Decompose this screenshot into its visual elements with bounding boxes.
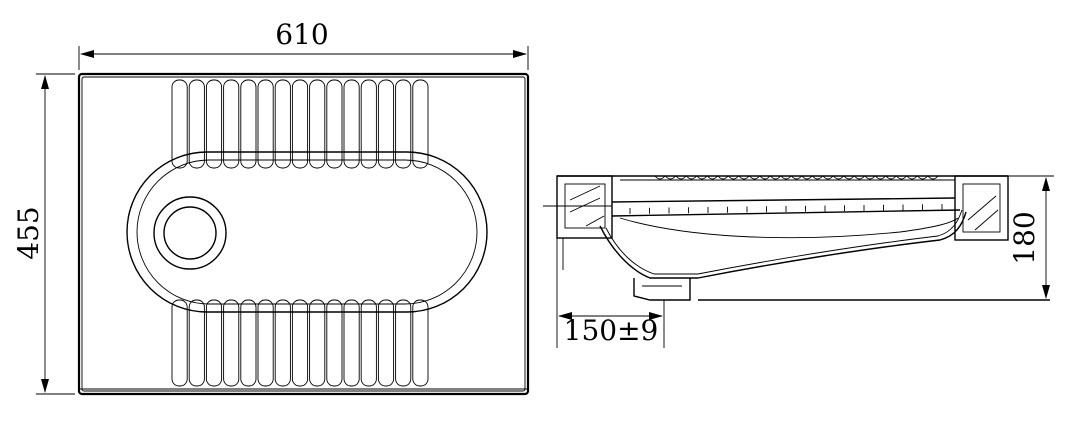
outlet-offset-dimension-label: 150±9 <box>564 314 659 347</box>
rim-bump <box>696 175 708 180</box>
height-dimension-label: 180 <box>1008 211 1041 264</box>
tread-rib <box>360 79 377 169</box>
rim-bump <box>717 175 729 180</box>
rim-tread-bumps <box>654 175 939 180</box>
rim-bump <box>864 175 876 180</box>
tread-rib <box>343 79 360 169</box>
rim-bump <box>654 175 666 180</box>
rim-bump <box>875 175 886 180</box>
rim-bump <box>728 175 739 180</box>
rim-bump <box>801 175 813 180</box>
tread-rib <box>412 79 429 169</box>
tread-rib <box>291 299 309 387</box>
rim-bump <box>791 175 802 180</box>
tread-rib <box>171 299 188 387</box>
drain-inner-ring <box>163 206 217 260</box>
top-view: 610 455 <box>12 18 530 396</box>
rim-bump <box>885 175 897 180</box>
rim-bump <box>917 175 928 180</box>
rim-bump <box>675 175 687 180</box>
top-view-outline <box>77 72 530 396</box>
flush-channel <box>611 197 956 203</box>
tread-rib <box>240 299 257 387</box>
tread-ribs-upper <box>171 79 429 169</box>
tread-rib <box>188 299 205 387</box>
right-rim-section <box>954 175 1009 241</box>
rim-bump <box>822 175 834 180</box>
rim-bump <box>854 175 865 180</box>
tread-rib <box>223 299 240 387</box>
tread-rib <box>412 299 429 387</box>
side-section-view: 180 150±9 <box>543 175 1054 348</box>
rim-bump <box>896 175 907 180</box>
rim-bump <box>749 175 760 180</box>
bowl-outline <box>126 151 488 313</box>
rim-bump <box>780 175 792 180</box>
tread-ribs-lower <box>171 299 429 387</box>
rim-bump <box>927 175 939 180</box>
tread-rib <box>188 79 205 169</box>
tread-rib <box>343 299 360 387</box>
tread-rib <box>171 79 188 169</box>
flush-holes <box>629 204 943 214</box>
rim-bump <box>686 175 697 180</box>
rim-bump <box>738 175 750 180</box>
tread-rib <box>326 79 343 169</box>
rim-bump <box>707 175 718 180</box>
rim-bump <box>812 175 823 180</box>
rim-bump <box>759 175 771 180</box>
tread-rib <box>274 299 291 387</box>
tread-rib <box>257 299 274 387</box>
depth-dimension-label: 455 <box>12 206 45 259</box>
tread-rib <box>274 79 291 169</box>
rim-bump <box>833 175 844 180</box>
width-dimension-label: 610 <box>275 18 328 51</box>
rim-bump <box>843 175 855 180</box>
drain-outer-ring <box>153 196 227 270</box>
tread-rib <box>360 299 377 387</box>
tread-rib <box>257 79 274 169</box>
tread-rib <box>205 299 223 387</box>
tread-rib <box>205 79 223 169</box>
tread-rib <box>223 79 240 169</box>
tread-rib <box>326 299 343 387</box>
tread-rib <box>377 299 395 387</box>
rim-bump <box>665 175 676 180</box>
tread-rib <box>377 79 395 169</box>
left-rim-section <box>556 175 613 239</box>
tread-rib <box>309 79 326 169</box>
tread-rib <box>395 299 412 387</box>
tread-rib <box>291 79 309 169</box>
outlet-section <box>633 278 691 301</box>
tread-rib <box>309 299 326 387</box>
rim-bump <box>906 175 918 180</box>
rim-bump <box>770 175 781 180</box>
tread-rib <box>240 79 257 169</box>
bowl-section-profile <box>599 211 967 279</box>
tread-rib <box>395 79 412 169</box>
